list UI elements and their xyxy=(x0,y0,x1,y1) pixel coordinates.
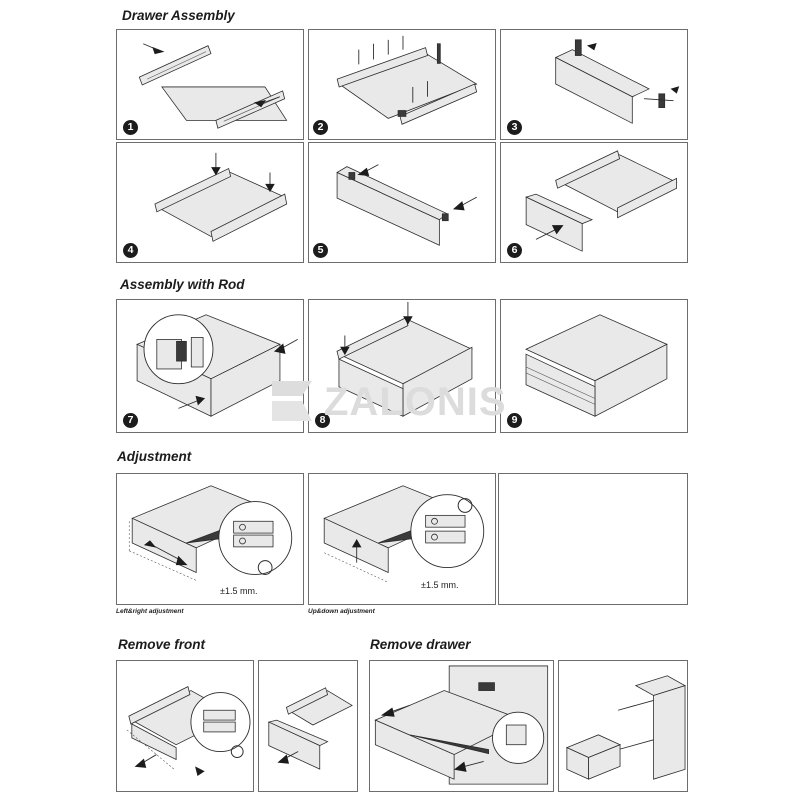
step-number-3: 3 xyxy=(507,120,522,135)
left-right-tolerance: ±1.5 mm. xyxy=(220,586,258,596)
step-4-panel: 4 xyxy=(116,142,304,263)
step-9-illustration xyxy=(525,314,668,417)
up-down-adjustment-illustration xyxy=(323,485,485,583)
step-4-illustration xyxy=(154,152,288,242)
step-2-panel: 2 xyxy=(308,29,496,140)
remove-drawer-step-1-illustration xyxy=(374,665,549,785)
step-number-9: 9 xyxy=(507,413,522,428)
up-down-caption: Up&down adjustment xyxy=(308,608,375,615)
step-number-7: 7 xyxy=(123,413,138,428)
step-8-illustration xyxy=(336,301,473,417)
watermark-logo-icon xyxy=(272,381,312,421)
watermark: ZALONIS xyxy=(262,372,562,432)
step-1-panel: 1 xyxy=(116,29,304,140)
remove-front-step-1-illustration xyxy=(126,686,251,777)
step-number-5: 5 xyxy=(313,243,328,258)
remove-drawer-step-2-illustration xyxy=(565,675,687,780)
remove-front-step-1-panel xyxy=(116,660,254,792)
remove-front-step-2-panel xyxy=(258,660,358,792)
step-number-1: 1 xyxy=(123,120,138,135)
adjustment-left-right-panel: ±1.5 mm. xyxy=(116,473,304,605)
section-title-adjustment: Adjustment xyxy=(117,449,192,464)
left-right-adjustment-illustration xyxy=(128,485,293,581)
section-title-drawer-assembly: Drawer Assembly xyxy=(122,8,235,23)
watermark-text: ZALONIS xyxy=(324,380,507,424)
remove-drawer-step-2-panel xyxy=(558,660,688,792)
step-7-illustration xyxy=(136,314,298,417)
step-9-panel: 9 xyxy=(500,299,688,433)
step-3-illustration xyxy=(554,39,680,124)
step-number-8: 8 xyxy=(315,413,330,428)
adjustment-up-down-panel: ±1.5 mm. xyxy=(308,473,496,605)
step-8-panel: 8 xyxy=(308,299,496,433)
section-title-remove-front: Remove front xyxy=(118,637,206,652)
adjustment-empty-panel xyxy=(498,473,688,605)
step-5-illustration xyxy=(336,164,477,246)
step-number-6: 6 xyxy=(507,243,522,258)
step-6-illustration xyxy=(525,150,678,252)
up-down-tolerance: ±1.5 mm. xyxy=(421,580,459,590)
step-number-2: 2 xyxy=(313,120,328,135)
step-2-illustration xyxy=(336,35,478,125)
step-6-panel: 6 xyxy=(500,142,688,263)
section-title-remove-drawer: Remove drawer xyxy=(370,637,471,652)
section-title-assembly-with-rod: Assembly with Rod xyxy=(120,277,245,292)
step-3-panel: 3 xyxy=(500,29,688,140)
left-right-caption: Left&right adjustment xyxy=(116,608,184,615)
remove-front-step-2-illustration xyxy=(267,687,353,770)
step-1-illustration xyxy=(138,43,288,129)
step-5-panel: 5 xyxy=(308,142,496,263)
remove-drawer-step-1-panel xyxy=(369,660,554,792)
step-number-4: 4 xyxy=(123,243,138,258)
step-7-panel: 7 xyxy=(116,299,304,433)
